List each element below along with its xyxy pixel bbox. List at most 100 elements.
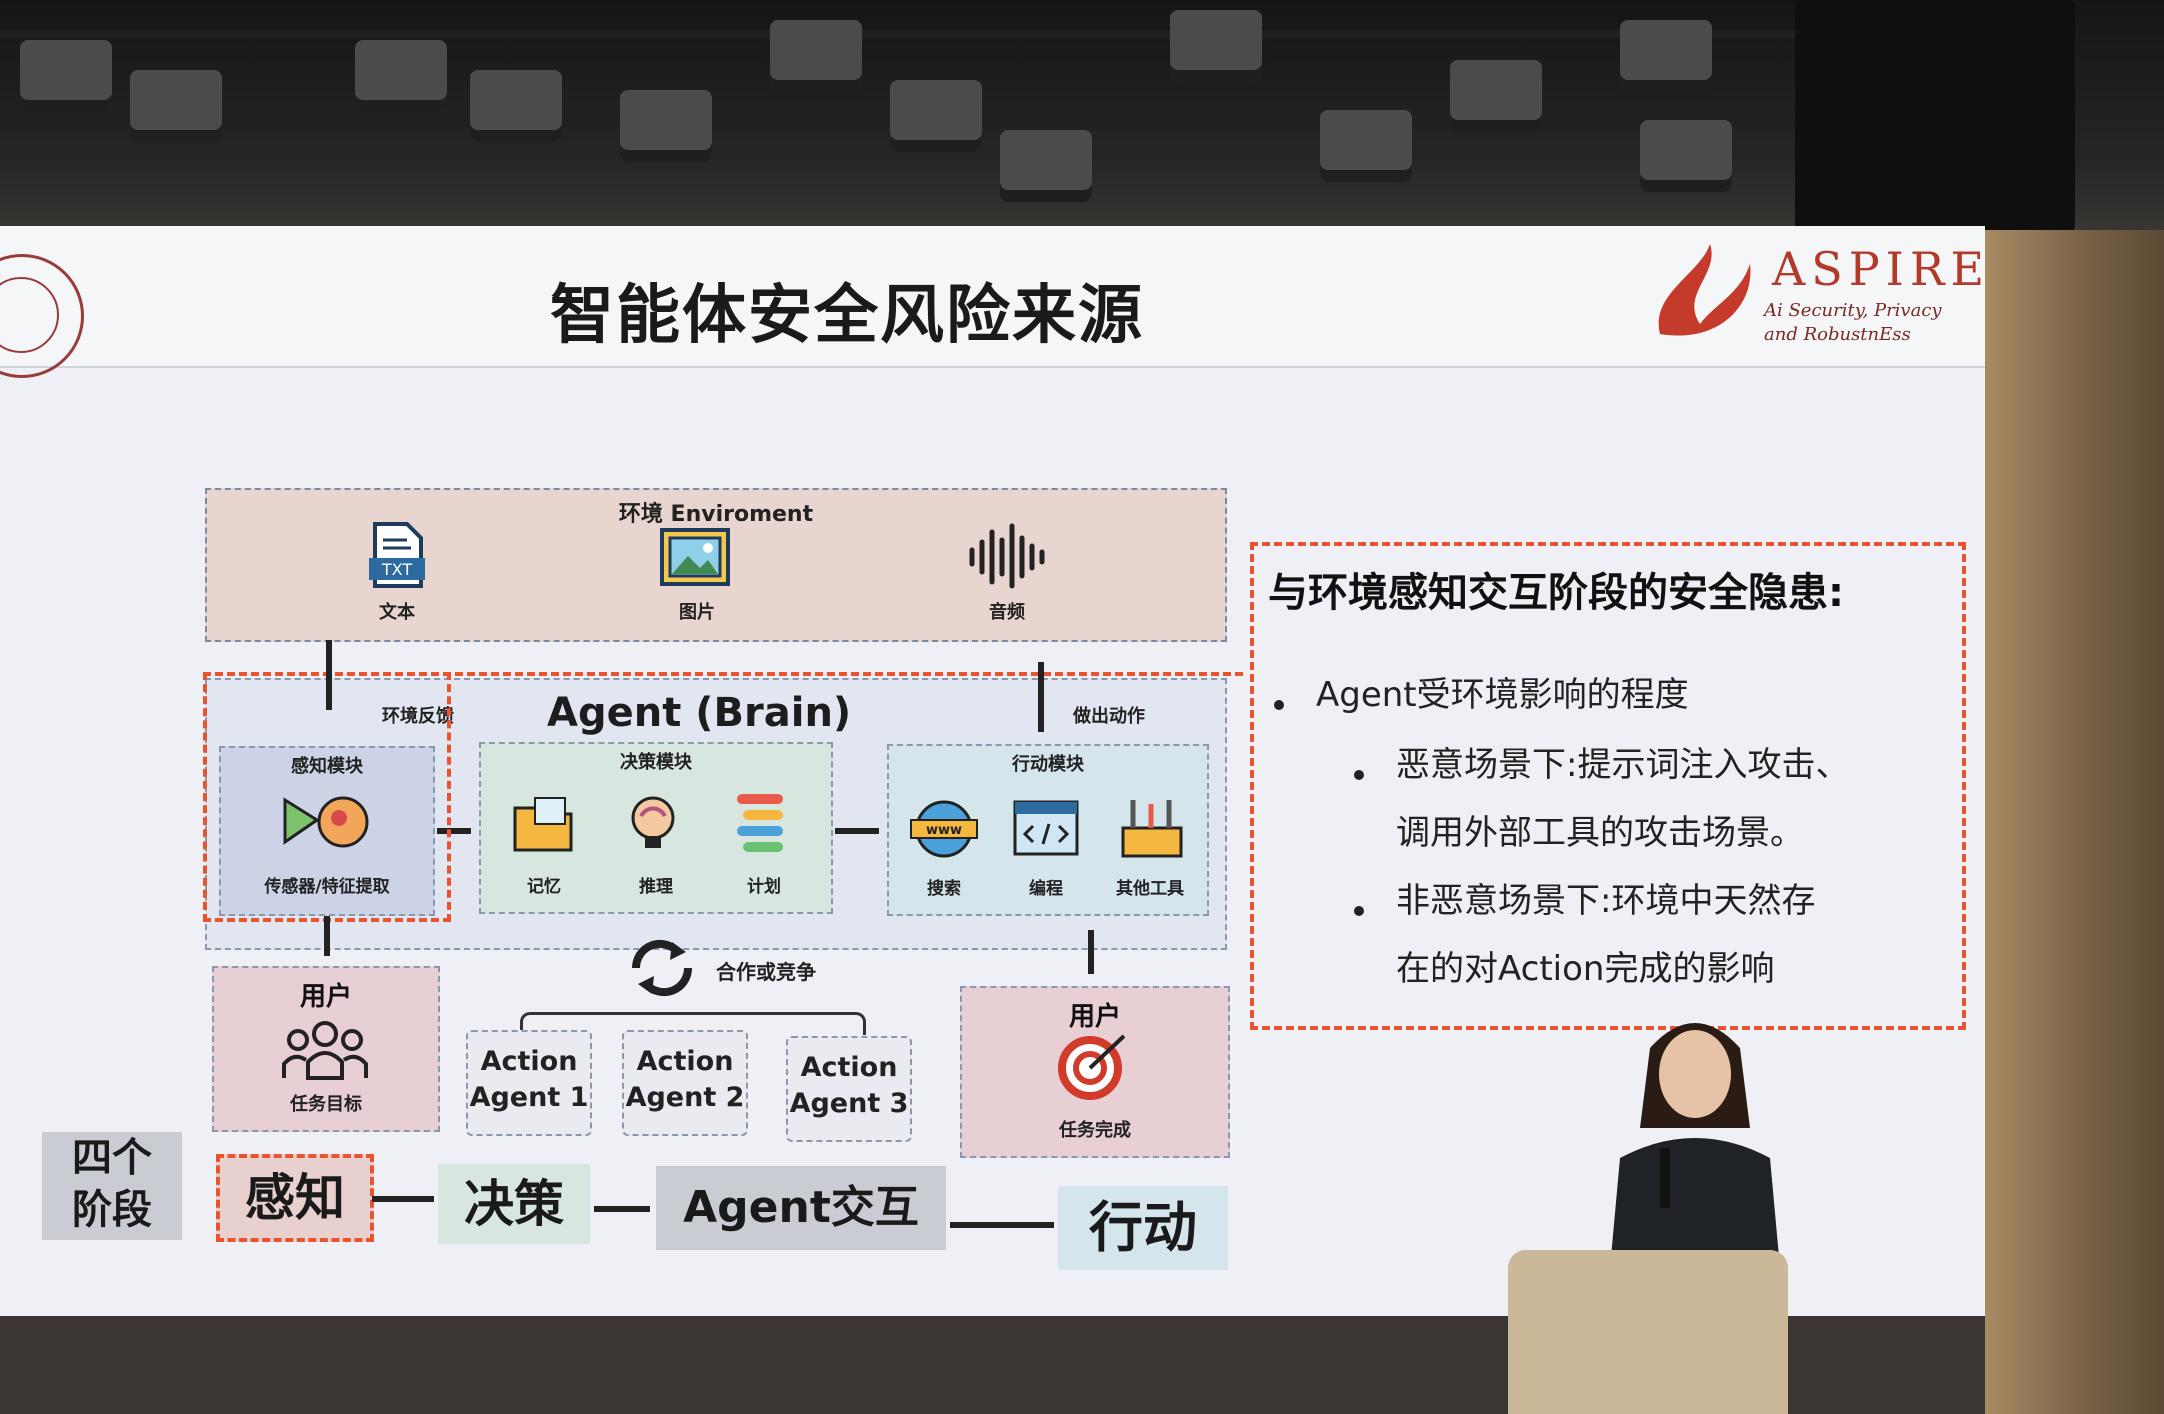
agent-title: Agent (Brain) (547, 690, 852, 736)
stage-light (355, 40, 447, 112)
risk-bullet: Agent受环境影响的程度 (1316, 675, 1689, 715)
stage-agent-interaction: Agent交互 (656, 1166, 946, 1250)
highlight-connector (443, 672, 1243, 676)
perception-item-label: 传感器/特征提取 (264, 877, 390, 897)
env-image-label: 图片 (679, 602, 715, 623)
wood-wall (1985, 230, 2164, 1414)
user-group-icon (282, 1021, 368, 1080)
aspire-tagline: Ai Security, Privacy (1764, 300, 1942, 321)
cooperation-label: 合作或竞争 (716, 960, 816, 984)
action-item-label: 其他工具 (1116, 879, 1184, 899)
arrow-action-to-user (1088, 930, 1094, 974)
decision-title: 决策模块 (620, 752, 692, 773)
memory-folder-icon (513, 797, 573, 852)
stage-light (1170, 10, 1262, 82)
action-item-label: 编程 (1029, 879, 1063, 899)
bullet-dot (1354, 770, 1364, 780)
txt-file-icon: TXT (369, 522, 425, 588)
university-seal-logo (0, 254, 84, 378)
env-audio-item: 音频 (947, 520, 1067, 624)
feedback-label: 环境反馈 (382, 706, 454, 727)
agents-bracket (520, 1012, 866, 1035)
aspire-brand: ASPIRE (1772, 242, 1985, 296)
bullet-dot (1274, 700, 1284, 710)
risk-bullet: 调用外部工具的攻击场景。 (1396, 813, 1804, 853)
arrow-action-to-env (1038, 662, 1044, 732)
user-output-title: 用户 (1068, 1002, 1121, 1032)
risk-bullet: 恶意场景下:提示词注入攻击、 (1396, 745, 1850, 785)
stage-arrow (594, 1206, 650, 1212)
action-title: 行动模块 (1012, 754, 1084, 775)
slide-title: 智能体安全风险来源 (550, 279, 1144, 353)
arrow-decision-action (835, 828, 879, 834)
user-input-title: 用户 (299, 982, 352, 1012)
presenter-person (1610, 1023, 1780, 1268)
arrow-perception-decision (437, 828, 471, 834)
stage-perception: 感知 (216, 1154, 374, 1242)
stage-action: 行动 (1058, 1186, 1228, 1270)
stage-light (20, 40, 112, 112)
perception-title: 感知模块 (291, 756, 363, 777)
arrow-user-to-perception (324, 916, 330, 956)
www-text: www (926, 823, 962, 838)
arrow-env-to-perception (326, 640, 332, 710)
user-output-box: 用户 任务完成 (960, 986, 1230, 1158)
target-icon (1058, 1034, 1126, 1100)
code-window-icon (1013, 800, 1079, 856)
stage-light (1450, 60, 1542, 132)
stage-light (770, 20, 862, 92)
image-icon (660, 528, 730, 586)
stage-light (130, 70, 222, 142)
lighting-truss (0, 30, 1800, 38)
risk-panel: 与环境感知交互阶段的安全隐患: Agent受环境影响的程度 恶意场景下:提示词注… (1250, 542, 1966, 1030)
www-globe-icon: www (910, 800, 978, 858)
stages-heading: 四个阶段 (42, 1132, 182, 1240)
stage-light (1640, 120, 1732, 192)
environment-title: 环境 Enviroment (618, 502, 814, 527)
toolbox-icon (1121, 800, 1183, 858)
txt-badge: TXT (381, 560, 412, 579)
reasoning-brain-icon (631, 796, 675, 848)
stage-speaker (1795, 0, 2075, 232)
risk-bullet: 非恶意场景下:环境中天然存 (1396, 881, 1816, 921)
stage-light (470, 70, 562, 142)
env-audio-label: 音频 (989, 602, 1025, 623)
projected-slide: 智能体安全风险来源 ASPIRE Ai Security, Privacy an… (0, 226, 1985, 1316)
bullet-dot (1354, 906, 1364, 916)
action-module: 行动模块 www 搜索 编程 其他工具 (887, 744, 1209, 916)
action-out-label: 做出动作 (1073, 706, 1145, 727)
stage-light (1320, 110, 1412, 182)
stage-light (620, 90, 712, 162)
env-image-item: 图片 (637, 520, 757, 624)
user-input-box: 用户 任务目标 (212, 966, 440, 1132)
decision-item-label: 推理 (639, 877, 673, 897)
stage-light (890, 80, 982, 152)
podium (1508, 1250, 1788, 1414)
agent-brain-area: Agent (Brain) 环境反馈 做出动作 感知模块 传感器/特征提取 决策… (205, 678, 1227, 950)
user-input-label: 任务目标 (290, 1094, 362, 1115)
perception-module: 感知模块 传感器/特征提取 (219, 746, 435, 916)
aspire-tagline: and RobustnEss (1764, 324, 1911, 345)
env-text-label: 文本 (379, 602, 415, 623)
sensor-head-icon (283, 796, 369, 848)
user-output-label: 任务完成 (1059, 1120, 1131, 1141)
environment-box: 环境 Enviroment TXT 文本 图片 (205, 488, 1227, 642)
plan-checklist-icon (737, 794, 783, 852)
stage-decision: 决策 (438, 1164, 590, 1244)
stage-arrow (372, 1196, 434, 1202)
aspire-logo: ASPIRE Ai Security, Privacy and RobustnE… (1640, 234, 1984, 354)
cycle-arrows-icon (631, 939, 693, 997)
action-item-label: 搜索 (927, 879, 961, 899)
env-text-item: TXT 文本 (337, 520, 457, 624)
stage-light (1620, 20, 1712, 92)
stage-arrow (950, 1222, 1054, 1228)
aspire-flame-icon (1658, 244, 1751, 336)
slide-header: 智能体安全风险来源 ASPIRE Ai Security, Privacy an… (0, 226, 1985, 378)
risk-title: 与环境感知交互阶段的安全隐患: (1268, 570, 1844, 616)
stage-light (1000, 130, 1092, 202)
risk-bullet: 在的对Action完成的影响 (1396, 949, 1775, 989)
decision-module: 决策模块 记忆 推理 计划 (479, 742, 833, 914)
decision-item-label: 计划 (747, 877, 781, 897)
